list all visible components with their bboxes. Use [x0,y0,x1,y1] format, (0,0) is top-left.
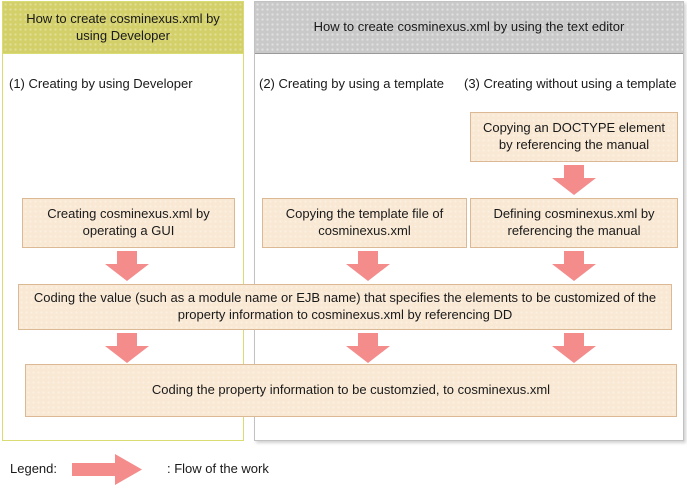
step-box-create-by-gui: Creating cosminexus.xml by operating a G… [22,198,235,248]
legend: Legend: : Flow of the work [10,453,269,485]
flow-arrow-down-icon [105,251,149,281]
developer-panel-header: How to create cosminexus.xml by using De… [3,2,243,54]
flow-arrow-down-icon [346,251,390,281]
text-editor-panel-title: How to create cosminexus.xml by using th… [313,19,625,35]
flow-arrow-right-icon [72,453,142,485]
step-box-copy-template: Copying the template file of cosminexus.… [262,198,467,248]
flow-arrow-down-icon [552,165,596,195]
step-box-coding-property: Coding the property information to be cu… [25,364,677,417]
flow-arrow-down-icon [105,333,149,363]
step-box-copy-doctype: Copying an DOCTYPE element by referencin… [470,112,678,162]
method-3-label: (3) Creating without using a template [464,76,677,91]
step-box-define-cosminexus: Defining cosminexus.xml by referencing t… [470,198,678,248]
method-1-label: (1) Creating by using Developer [9,76,193,91]
flow-arrow-down-icon [346,333,390,363]
legend-label: Legend: [10,460,57,476]
developer-panel-title: How to create cosminexus.xml by using De… [26,10,220,43]
flow-arrow-down-icon [552,251,596,281]
method-2-label: (2) Creating by using a template [259,76,444,91]
legend-arrow-meaning: : Flow of the work [167,460,269,476]
step-box-coding-value: Coding the value (such as a module name … [18,284,672,330]
flow-arrow-down-icon [552,333,596,363]
text-editor-panel-header: How to create cosminexus.xml by using th… [255,2,683,54]
